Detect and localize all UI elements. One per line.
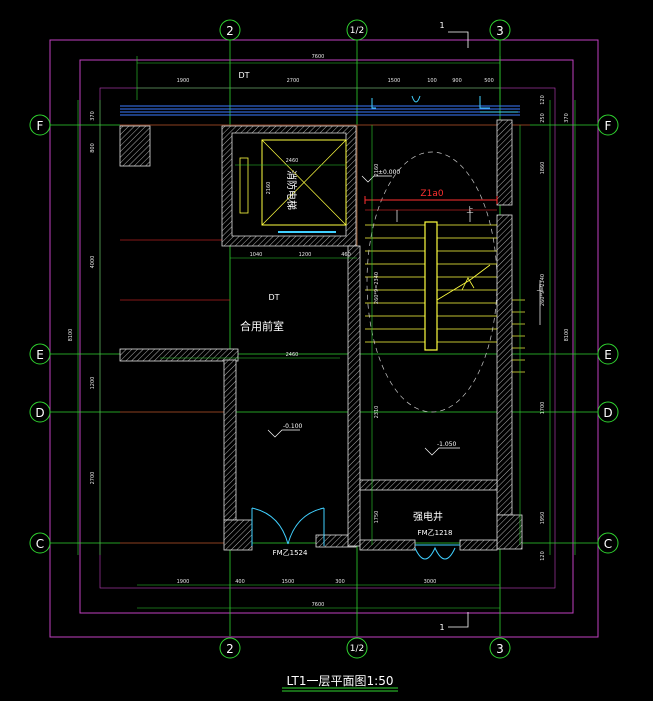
walls bbox=[119, 119, 523, 551]
dim-top-2: 2700 bbox=[287, 78, 300, 84]
axis-label-top-1-2: 1/2 bbox=[350, 26, 364, 36]
stair-extensions bbox=[512, 299, 525, 373]
dim-right-6: 1700 bbox=[540, 402, 546, 415]
dim-stair-1: 2160 bbox=[374, 164, 380, 177]
dt-mid-label: DT bbox=[268, 293, 279, 302]
dim-elev-width: 2460 bbox=[286, 158, 299, 164]
axis-label-left-E: E bbox=[36, 348, 44, 362]
dim-left-4: 1200 bbox=[90, 377, 96, 390]
inner-frame bbox=[79, 59, 574, 614]
dim-right-2: 250 bbox=[540, 113, 546, 123]
elevator-room-label: 消防电梯 bbox=[285, 170, 298, 210]
section-label-bottom: 1 bbox=[439, 623, 444, 632]
axis-label-left-F: F bbox=[37, 119, 44, 133]
door-1-label: FM乙1524 bbox=[273, 549, 308, 557]
axis-label-bottom-1-2: 1/2 bbox=[350, 644, 364, 654]
dim-bottom-5: 3000 bbox=[424, 579, 437, 585]
window-marks bbox=[371, 95, 518, 113]
dim-right-4: 1860 bbox=[540, 162, 546, 175]
axis-label-right-C: C bbox=[604, 537, 612, 551]
shaft-label: 强电井 bbox=[413, 510, 443, 523]
lobby-level: -0.100 bbox=[283, 423, 303, 430]
dim-right-5: 260*9=2340 bbox=[540, 274, 546, 306]
dim-bottom-1: 1900 bbox=[177, 579, 190, 585]
dim-stair-2: 260*9=2340 bbox=[374, 272, 380, 304]
dim-top-total: 7600 bbox=[312, 54, 325, 60]
drawing-title: LT1一层平面图1:50 bbox=[287, 674, 394, 688]
outer-frame bbox=[49, 39, 599, 638]
axis-label-top-2: 2 bbox=[226, 24, 234, 38]
dim-elev-1: 1040 bbox=[250, 252, 263, 258]
beam-marker bbox=[364, 196, 498, 204]
dim-lobby-width: 2460 bbox=[286, 352, 299, 358]
dim-elev-2: 1200 bbox=[299, 252, 312, 258]
stair-arrows bbox=[396, 210, 541, 325]
stair-up-right-label: 上 bbox=[537, 283, 544, 292]
door-2-label: FM乙1218 bbox=[418, 529, 453, 537]
dim-top-3: 1500 bbox=[388, 78, 401, 84]
facade-line bbox=[120, 105, 520, 116]
dimension-lines bbox=[77, 56, 576, 609]
dim-stair-3: 2310 bbox=[374, 406, 380, 419]
dim-top-6: 500 bbox=[484, 78, 494, 84]
dim-right-total: 8100 bbox=[564, 329, 570, 342]
dim-elev-3: 460 bbox=[341, 252, 351, 258]
dim-left-total: 8100 bbox=[68, 329, 74, 342]
dim-top-1: 1900 bbox=[177, 78, 190, 84]
axis-label-left-D: D bbox=[35, 406, 44, 420]
stair-up-label: 上 bbox=[467, 205, 474, 214]
section-label-top: 1 bbox=[439, 21, 444, 30]
axis-bubbles bbox=[29, 19, 619, 659]
axis-label-bottom-2: 2 bbox=[226, 642, 234, 656]
stair-clearance-outline bbox=[366, 151, 498, 413]
axis-label-bottom-3: 3 bbox=[496, 642, 504, 656]
elevator-car bbox=[239, 139, 347, 233]
dim-bottom-2: 400 bbox=[235, 579, 245, 585]
doors bbox=[251, 507, 456, 560]
dim-right-7: 1950 bbox=[540, 512, 546, 525]
dim-top-5: 900 bbox=[452, 78, 462, 84]
axis-label-left-C: C bbox=[36, 537, 44, 551]
stair-level: ±0.000 bbox=[378, 169, 400, 176]
dimension-frame bbox=[99, 87, 556, 589]
dim-right-3: 370 bbox=[564, 113, 570, 123]
level-markers bbox=[267, 175, 460, 456]
dim-top-4: 100 bbox=[427, 78, 437, 84]
dim-left-5: 2700 bbox=[90, 472, 96, 485]
dim-left-2: 800 bbox=[90, 143, 96, 153]
dim-left-3: 4000 bbox=[90, 256, 96, 269]
axis-label-right-D: D bbox=[603, 406, 612, 420]
axis-label-top-3: 3 bbox=[496, 24, 504, 38]
lobby-label: 合用前室 bbox=[240, 319, 284, 333]
inner-dimension-lines bbox=[160, 125, 521, 545]
dt-top-label: DT bbox=[238, 71, 249, 80]
axis-label-right-E: E bbox=[604, 348, 612, 362]
stair-flights bbox=[365, 221, 497, 351]
dim-stair-4: 1750 bbox=[374, 511, 380, 524]
dim-right-8: 120 bbox=[540, 551, 546, 561]
dim-left-1: 370 bbox=[90, 111, 96, 121]
section-marks bbox=[448, 31, 469, 628]
dim-bottom-total: 7600 bbox=[312, 602, 325, 608]
axis-label-right-F: F bbox=[605, 119, 612, 133]
dim-right-1: 120 bbox=[540, 95, 546, 105]
beam-label: Z1a0 bbox=[420, 189, 443, 199]
dim-elev-height: 2160 bbox=[266, 182, 272, 195]
dim-bottom-3: 1500 bbox=[282, 579, 295, 585]
dim-bottom-4: 300 bbox=[335, 579, 345, 585]
shaft-level: -1.050 bbox=[437, 441, 457, 448]
